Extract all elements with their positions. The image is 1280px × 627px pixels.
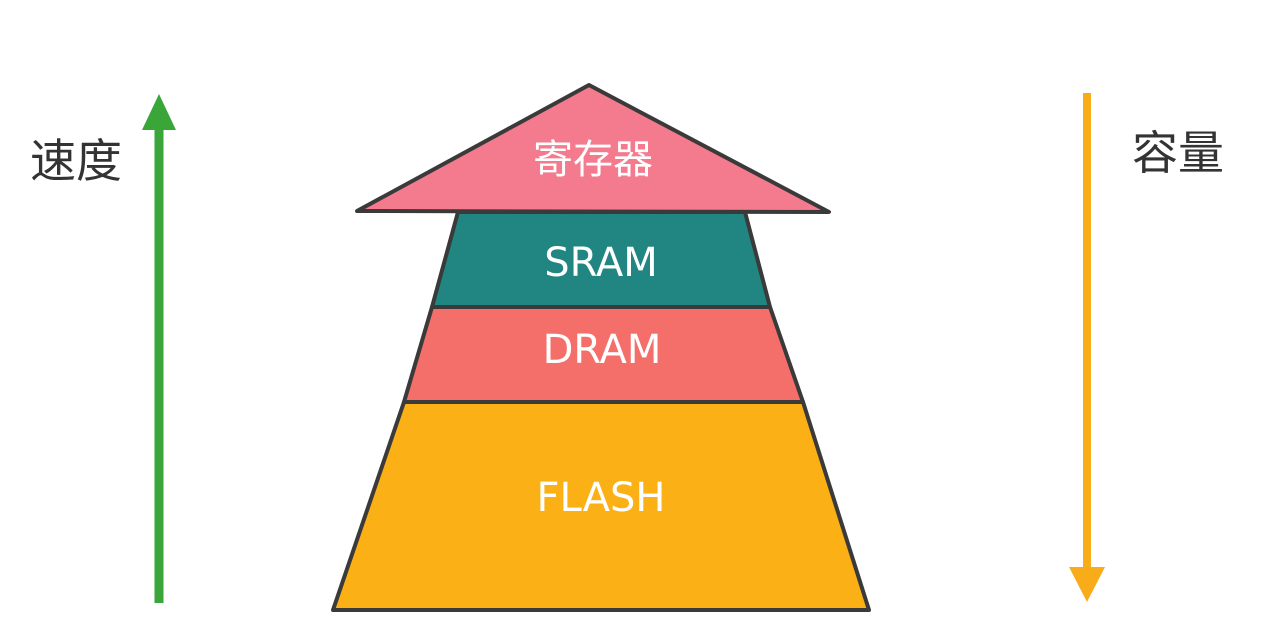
speed-label: 速度 bbox=[30, 134, 122, 188]
register-label: 寄存器 bbox=[533, 137, 653, 183]
flash-label: FLASH bbox=[536, 475, 665, 521]
layer-flash: FLASH bbox=[331, 400, 871, 612]
capacity-arrow bbox=[1069, 93, 1105, 602]
dram-label: DRAM bbox=[543, 327, 662, 373]
sram-label: SRAM bbox=[544, 240, 657, 286]
layer-dram: DRAM bbox=[402, 305, 805, 404]
register-layer-shape bbox=[355, 83, 831, 214]
speed-arrow bbox=[142, 94, 176, 603]
layer-sram: SRAM bbox=[430, 210, 772, 309]
capacity-label: 容量 bbox=[1132, 126, 1224, 180]
layer-register: 寄存器 bbox=[355, 83, 831, 214]
speed-arrow-head bbox=[142, 94, 176, 130]
capacity-arrow-head bbox=[1069, 567, 1105, 602]
